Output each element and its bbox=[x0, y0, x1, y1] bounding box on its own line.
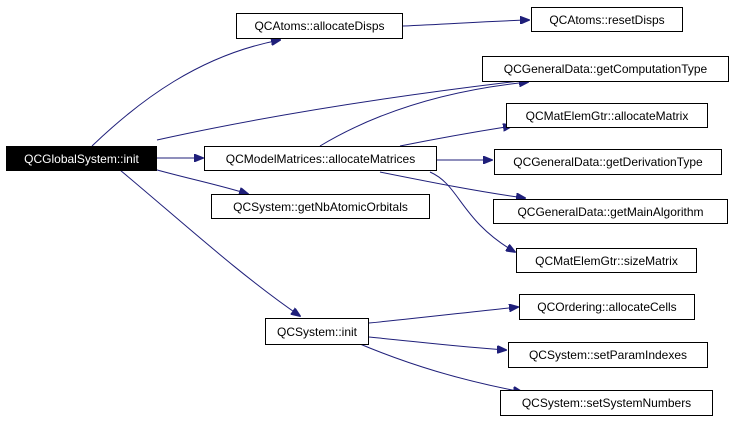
edge-root-to-get-computation-type bbox=[156, 80, 528, 141]
node-qcgeneraldata-getcomputationtype[interactable]: QCGeneralData::getComputationType bbox=[482, 56, 729, 82]
edge-system-init-to-allocate-cells bbox=[368, 307, 518, 324]
node-qcgeneraldata-getderivationtype[interactable]: QCGeneralData::getDerivationType bbox=[494, 149, 722, 175]
node-qcgeneraldata-getmainalgorithm[interactable]: QCGeneralData::getMainAlgorithm bbox=[493, 199, 728, 224]
node-qcatoms-resetdisps[interactable]: QCAtoms::resetDisps bbox=[531, 7, 683, 32]
node-qcglobalsystem-init: QCGlobalSystem::init bbox=[6, 146, 157, 171]
node-qcmatelemgtr-sizematrix[interactable]: QCMatElemGtr::sizeMatrix bbox=[516, 248, 697, 273]
edge-system-init-to-set-system-numbers bbox=[359, 343, 522, 392]
edge-root-to-allocate-disps bbox=[91, 40, 280, 147]
node-qcsystem-getnbatomicorbitals[interactable]: QCSystem::getNbAtomicOrbitals bbox=[211, 194, 430, 219]
edge-root-to-get-nb-atomic-orbitals bbox=[149, 167, 248, 194]
edge-allocate-matrices-to-get-computation-type bbox=[319, 82, 528, 147]
edge-system-init-to-set-param-indexes bbox=[368, 336, 506, 350]
node-qcsystem-init[interactable]: QCSystem::init bbox=[265, 318, 369, 345]
node-qcsystem-setsystemnumbers[interactable]: QCSystem::setSystemNumbers bbox=[500, 390, 713, 416]
node-qcsystem-setparamindexes[interactable]: QCSystem::setParamIndexes bbox=[508, 342, 708, 368]
node-qcmodelmatrices-allocatematrices[interactable]: QCModelMatrices::allocateMatrices bbox=[204, 146, 437, 171]
node-qcmatelemgtr-allocatematrix[interactable]: QCMatElemGtr::allocateMatrix bbox=[506, 103, 708, 128]
node-qcordering-allocatecells[interactable]: QCOrdering::allocateCells bbox=[519, 294, 695, 320]
edge-allocate-matrices-to-get-main-algorithm bbox=[379, 171, 525, 198]
edge-allocate-matrices-to-size-matrix bbox=[429, 171, 515, 252]
node-qcatoms-allocatedisps[interactable]: QCAtoms::allocateDisps bbox=[236, 13, 403, 39]
edge-root-to-system-init bbox=[119, 169, 300, 316]
edge-allocate-disps-to-reset-disps bbox=[402, 20, 529, 27]
edge-allocate-matrices-to-allocate-matrix bbox=[399, 126, 512, 147]
